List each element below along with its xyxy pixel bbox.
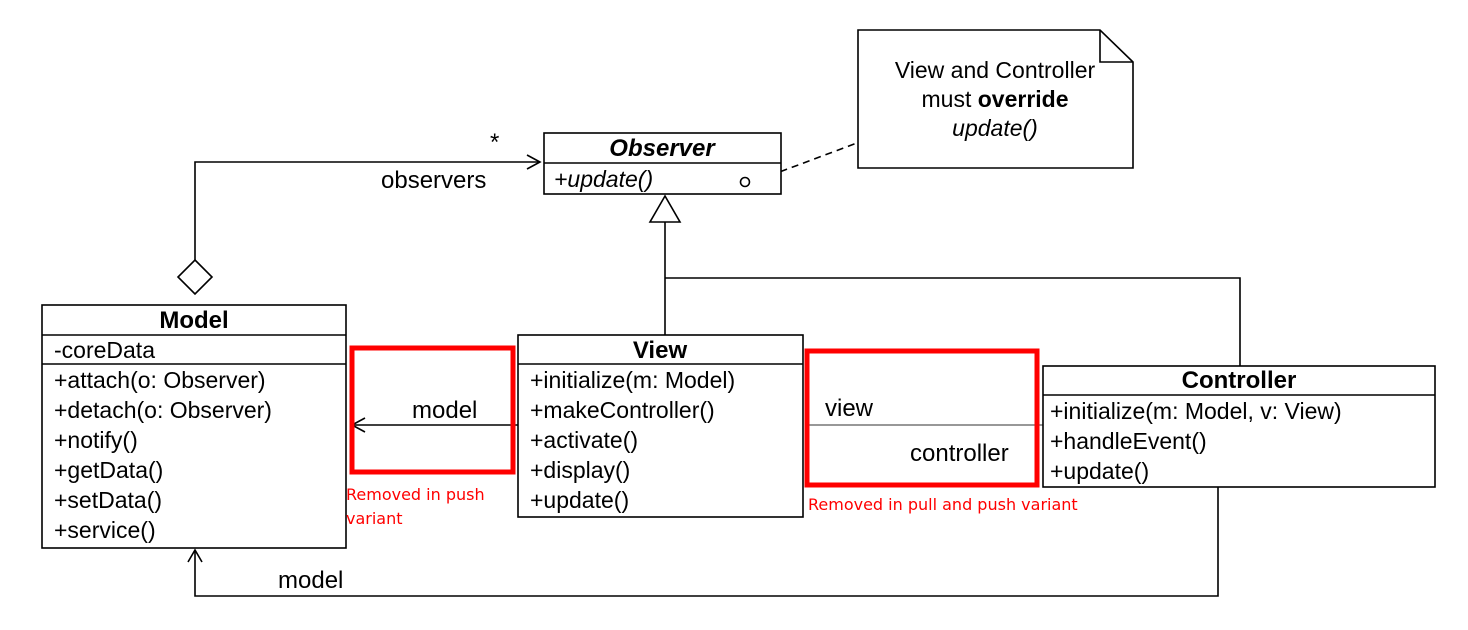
controller-class: Controller +initialize(m: Model, v: View…	[1042, 365, 1436, 488]
view-class: View +initialize(m: Model) +makeControll…	[517, 334, 804, 518]
view-operation: +update()	[530, 487, 629, 513]
observer-class: Observer +update()	[543, 132, 782, 195]
model-operation: +service()	[54, 517, 156, 543]
controller-model-arrowhead	[187, 548, 203, 563]
controller-model-role-label: model	[278, 567, 343, 594]
view-model-role-label: model	[412, 397, 477, 424]
controller-operation: +initialize(m: Model, v: View)	[1050, 398, 1342, 424]
generalization-triangle	[648, 194, 682, 223]
controller-operation: +update()	[1050, 458, 1149, 484]
override-note: View and Controller must override update…	[857, 29, 1134, 169]
model-class: Model -coreData +attach(o: Observer) +de…	[41, 304, 347, 549]
note-line-3: update()	[952, 115, 1038, 141]
observer-note-anchor	[739, 176, 751, 188]
view-class-name: View	[633, 337, 688, 364]
model-operation: +setData()	[54, 487, 162, 513]
view-operation: +display()	[530, 457, 630, 483]
model-operation: +detach(o: Observer)	[54, 397, 272, 423]
pull-push-variant-highlight	[804, 348, 1040, 488]
view-controller-role-label: controller	[910, 440, 1009, 467]
model-operation: +notify()	[54, 427, 138, 453]
observers-association-line	[194, 161, 540, 260]
model-class-name: Model	[159, 307, 228, 334]
model-operation: +getData()	[54, 457, 163, 483]
model-attribute: -coreData	[54, 337, 155, 363]
note-line-1: View and Controller	[895, 57, 1096, 83]
model-operation: +attach(o: Observer)	[54, 367, 266, 393]
controller-generalization-line	[665, 277, 1241, 368]
aggregation-diamond	[176, 258, 214, 296]
observers-multiplicity: *	[490, 129, 499, 156]
view-operation: +activate()	[530, 427, 638, 453]
controller-operation: +handleEvent()	[1050, 428, 1207, 454]
push-variant-annotation-line-1: Removed in push	[346, 485, 485, 504]
observers-arrowhead	[526, 154, 542, 170]
push-variant-annotation-line-2: variant	[346, 509, 403, 528]
note-line-2: must override	[922, 86, 1069, 112]
controller-view-role-label: view	[825, 395, 874, 422]
observer-class-name: Observer	[609, 135, 716, 162]
controller-model-association-line	[194, 487, 1219, 597]
observers-role-label: observers	[381, 167, 486, 194]
controller-class-name: Controller	[1182, 367, 1297, 394]
pull-push-variant-annotation: Removed in pull and push variant	[808, 495, 1078, 514]
observer-operation: +update()	[554, 166, 653, 192]
view-operation: +initialize(m: Model)	[530, 367, 735, 393]
push-variant-highlight	[349, 345, 516, 475]
view-operation: +makeController()	[530, 397, 715, 423]
